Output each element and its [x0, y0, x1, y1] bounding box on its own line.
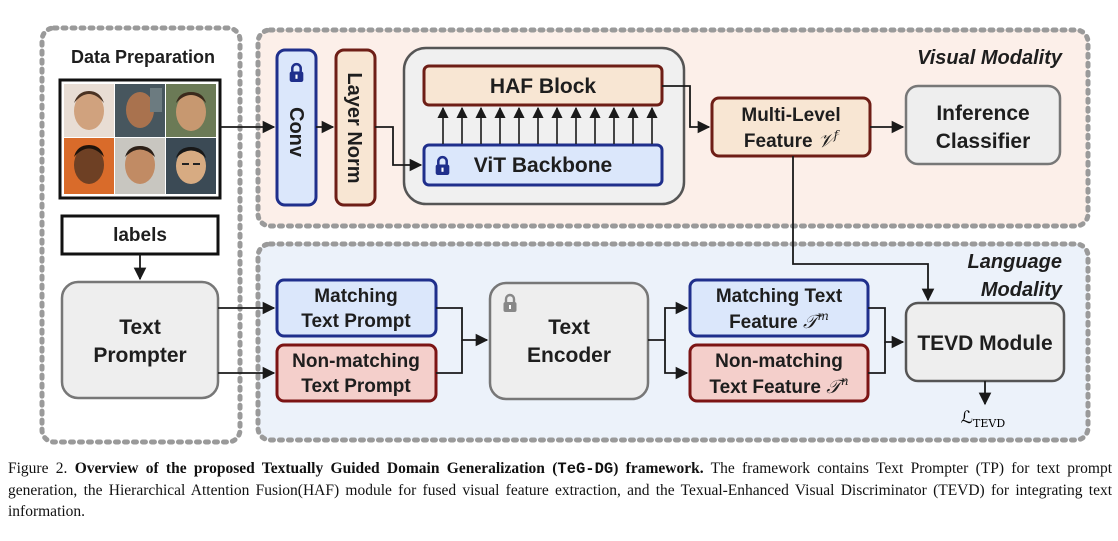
data-preparation-title: Data Preparation [71, 47, 215, 67]
matching-text-feature-line2-group: Feature 𝒯m [729, 309, 829, 333]
tevd-loss-symbol: ℒ [961, 408, 973, 428]
nonmatching-text-prompt-line2: Text Prompt [301, 376, 411, 397]
multi-level-feature-line1: Multi-Level [741, 105, 840, 126]
text-encoder-line1: Text [548, 316, 590, 339]
language-modality-region [255, 241, 1091, 443]
multi-level-feature-superscript: f [833, 128, 841, 142]
inference-classifier-line1: Inference [936, 102, 1029, 125]
caption-title-part2: ) framework. [613, 460, 704, 477]
face-photo [166, 84, 216, 137]
matching-text-prompt-line2: Text Prompt [301, 311, 411, 332]
tevd-module-label: TEVD Module [917, 332, 1052, 355]
visual-modality-title: Visual Modality [917, 47, 1063, 69]
matching-text-prompt-line1: Matching [314, 286, 397, 307]
tevd-loss-label: ℒTEVD [961, 408, 1006, 430]
nonmatching-text-feature-line1: Non-matching [715, 351, 843, 372]
vit-to-haf-arrows [437, 106, 658, 144]
nonmatching-text-feature-superscript: n [841, 374, 849, 388]
matching-text-feature-line1: Matching Text [716, 286, 843, 307]
text-prompter-label-line1: Text [119, 316, 161, 339]
tevd-loss-subscript: TEVD [973, 417, 1005, 430]
caption-title-part1: Overview of the proposed Textually Guide… [74, 460, 558, 477]
labels-text: labels [113, 225, 167, 246]
text-prompter-box [60, 280, 220, 400]
matching-text-feature-line2: Feature [729, 312, 798, 333]
language-modality-title-line2: Modality [981, 279, 1063, 301]
language-modality-title-line1: Language [968, 251, 1062, 273]
vit-backbone-label: ViT Backbone [474, 154, 613, 177]
text-encoder-line2: Encoder [527, 344, 611, 367]
nonmatching-text-prompt-line1: Non-matching [292, 351, 420, 372]
face-photo [166, 138, 216, 194]
layer-norm-label: Layer Norm [343, 72, 365, 183]
multi-level-feature-line2-group: Feature 𝒱f [744, 128, 841, 152]
inference-classifier-line2: Classifier [936, 130, 1031, 153]
conv-label: Conv [285, 107, 307, 158]
framework-diagram: Data Preparation Visual Modality Languag… [39, 25, 1091, 445]
face-photo [64, 138, 114, 194]
inference-classifier-block [904, 84, 1062, 166]
face-photo [115, 138, 165, 194]
multi-level-feature-line2: Feature [744, 131, 813, 152]
nonmatching-text-feature-line2: Text Feature [709, 377, 821, 398]
vit-backbone-block [422, 143, 664, 187]
face-photo [64, 84, 114, 137]
figure-label: Figure 2. [8, 460, 68, 477]
figure-caption: Figure 2. Overview of the proposed Textu… [8, 458, 1112, 522]
connectors [133, 85, 992, 406]
labels-box [60, 214, 220, 256]
face-photo [115, 84, 165, 137]
text-prompter-label-line2: Prompter [93, 344, 186, 367]
text-encoder-block [488, 281, 650, 401]
caption-body: The framework contains Text Prompter (TP… [8, 460, 1113, 520]
caption-title-code: TeG-DG [557, 460, 614, 478]
matching-text-feature-superscript: m [818, 309, 829, 323]
face-image-grid [58, 78, 222, 200]
nonmatching-text-feature-line2-group: Text Feature 𝒯n [709, 374, 848, 398]
haf-block-label: HAF Block [490, 75, 597, 98]
